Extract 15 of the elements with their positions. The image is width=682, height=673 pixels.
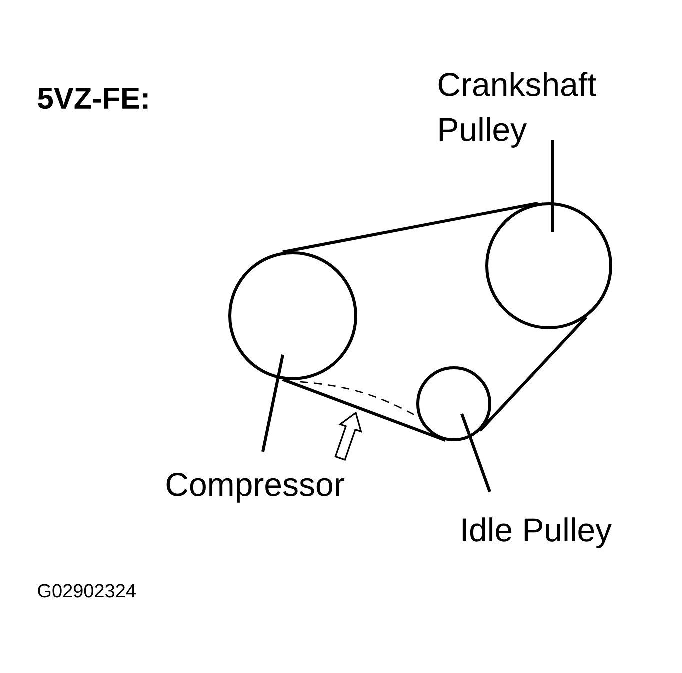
pulley-circle (416, 366, 492, 442)
title: 5VZ-FE: (38, 88, 148, 110)
leader-line (552, 140, 554, 232)
callout-text: Compressor (166, 473, 344, 503)
belt-line (478, 316, 588, 432)
figure-code: G02902324 (38, 584, 136, 598)
callout-text: Crankshaft Pulley (438, 72, 596, 148)
pulley-circle (486, 202, 612, 330)
belt-line (282, 378, 446, 442)
leader-line (460, 413, 492, 492)
belt-line (300, 381, 420, 419)
callout-text: Idle Pulley (462, 518, 612, 548)
pulley-circle (228, 251, 358, 380)
belt-line (282, 202, 538, 254)
leader-line (262, 354, 284, 452)
